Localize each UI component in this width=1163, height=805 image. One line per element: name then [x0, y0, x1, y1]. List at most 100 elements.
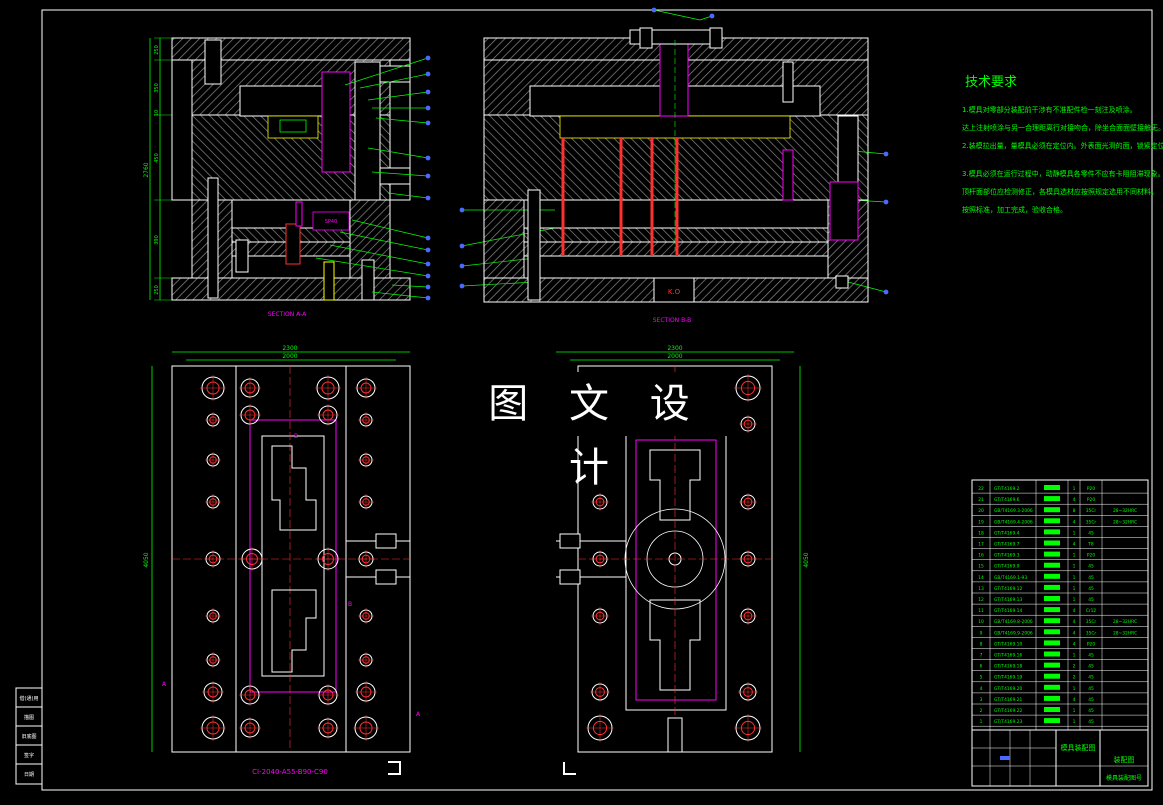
bom-cell: GT/T4169.2: [994, 486, 1020, 492]
callout-leader: [371, 291, 429, 299]
bom-cell: GT/T4169.9: [994, 564, 1020, 570]
section-mark-a-right: A: [416, 711, 421, 718]
bolt-hole: [734, 714, 762, 742]
bom-qty-bar: [1044, 573, 1060, 579]
bom-cell: 4: [1073, 619, 1076, 625]
bom-cell: 35Cr: [1086, 630, 1097, 636]
bolt-hole: [205, 608, 221, 624]
bom-cell: 1: [1073, 719, 1076, 725]
bolt-hole: [590, 682, 610, 702]
callout-leader: [344, 57, 429, 86]
bom-cell: GT/T4169.23: [994, 719, 1022, 725]
bom-cell: GT/T4169.7: [994, 542, 1020, 548]
bolt-hole: [240, 547, 264, 571]
bom-qty-bar: [1044, 584, 1060, 590]
bom-cell: 15: [978, 564, 984, 570]
bom-cell: GB/T4169.8-2006: [994, 619, 1033, 625]
bom-cell: 5: [980, 675, 983, 681]
callout-bubble: [425, 155, 431, 161]
bom-cell: GT/T4169.14: [994, 608, 1022, 614]
callout-bubble: [425, 284, 431, 290]
bom-cell: 45: [1088, 664, 1094, 670]
dim-side-left: 4050: [143, 552, 150, 567]
bom-cell: 10: [978, 619, 984, 625]
callout-leader: [329, 244, 429, 265]
bolt-hole: [205, 494, 221, 510]
bom-qty-bar: [1044, 529, 1060, 535]
bom-cell: 35Cr: [1086, 519, 1097, 525]
bom-qty-bar: [1044, 629, 1060, 635]
bom-qty-bar: [1044, 662, 1060, 668]
callout-bubble: [425, 89, 431, 95]
tech-line-4: 顶杆面部位应检测修正，各模具选材应按照规定选用不同材料。: [962, 187, 1158, 196]
dim-h4: 450: [154, 153, 160, 163]
section-b-b-label: SECTION B-B: [653, 317, 692, 324]
bom-cell: GT/T4169.20: [994, 686, 1022, 692]
bom-cell: 1: [1073, 686, 1076, 692]
bom-cell: 45: [1088, 530, 1094, 536]
bom-cell: 45: [1088, 708, 1094, 714]
section-mark-b-top: B: [294, 433, 298, 440]
bom-cell: 8: [980, 641, 983, 647]
bom-cell: 45: [1088, 686, 1094, 692]
tech-line-1: 达上注射喷涂与另一合理距离行对接吻合，除坐合面面壁接触无。: [962, 123, 1163, 132]
callout-leader: [391, 284, 429, 288]
bom-qty-bar: [1044, 707, 1060, 712]
left-strip: 借(通)用 描图 旧底图 签字 日期: [15, 687, 43, 785]
dim-top-inner-right: 2000: [667, 353, 682, 360]
bom-cell: 45: [1088, 564, 1094, 570]
bom-cell: 4: [1073, 608, 1076, 614]
title-block-main: 模具装配图: [1061, 743, 1096, 752]
bom-cell: 28~32HRC: [1113, 519, 1137, 525]
callout-leader: [367, 147, 429, 159]
bom-cell: GT/T4169.4: [994, 530, 1020, 536]
bolt-hole: [591, 550, 609, 568]
tech-requirements: 技术要求 1.模具对零部分装配前干涉有不准配件检一刻注及喷涂。 达上注射喷涂与另…: [962, 75, 1163, 214]
bom-cell: GB/T4169.4-2006: [994, 519, 1033, 525]
dim-total-height: 2760: [143, 162, 150, 177]
bom-cell: 1: [980, 719, 983, 725]
bom-cell: 12: [978, 597, 984, 603]
bom-cell: 35Cr: [1086, 508, 1097, 514]
bom-cell: 1: [1073, 564, 1076, 570]
tech-line-2: 2.装模拉出量，量模具必须在定位内。外表面光滑的面，锁紧定位。: [962, 141, 1163, 150]
bom-cell: P20: [1087, 641, 1095, 647]
bom-cell: 28~32HRC: [1113, 619, 1137, 625]
dim-top-outer-right: 2300: [667, 345, 682, 352]
bom-cell: P20: [1087, 497, 1095, 503]
bom-cell: GT/T4169.3: [994, 553, 1020, 559]
bom-qty-bar: [1044, 507, 1060, 513]
bom-row: 15 GT/T4169.9 1 45: [972, 562, 1148, 572]
bom-qty-bar: [1044, 695, 1060, 701]
bom-cell: Cr12: [1086, 608, 1097, 614]
bom-cell: GT/T4169.22: [994, 708, 1022, 714]
bom-cell: 45: [1088, 586, 1094, 592]
left-strip-cell-1: 描图: [24, 714, 34, 721]
bom-cell: 22: [978, 486, 984, 492]
callout-bubble: [459, 243, 465, 249]
bolt-hole: [205, 452, 221, 468]
bom-cell: 4: [1073, 697, 1076, 703]
callout-bubble: [459, 283, 465, 289]
bolt-hole: [358, 412, 374, 428]
bolt-hole: [358, 452, 374, 468]
bolt-hole: [586, 714, 614, 742]
bom-cell: GT/T4169.16: [994, 653, 1022, 659]
section-mark-a-left: A: [162, 681, 167, 688]
callout-bubble: [425, 195, 431, 201]
bom-qty-bar: [1044, 607, 1060, 613]
bolt-hole: [738, 682, 758, 702]
bom-qty-bar: [1044, 684, 1060, 690]
bom-cell: GT/T4169.12: [994, 586, 1022, 592]
callout-bubble: [425, 173, 431, 179]
dim-top-inner-left: 2000: [282, 353, 297, 360]
bom-cell: 4: [1073, 519, 1076, 525]
callout-bubble: [425, 235, 431, 241]
bom-cell: 45: [1088, 653, 1094, 659]
